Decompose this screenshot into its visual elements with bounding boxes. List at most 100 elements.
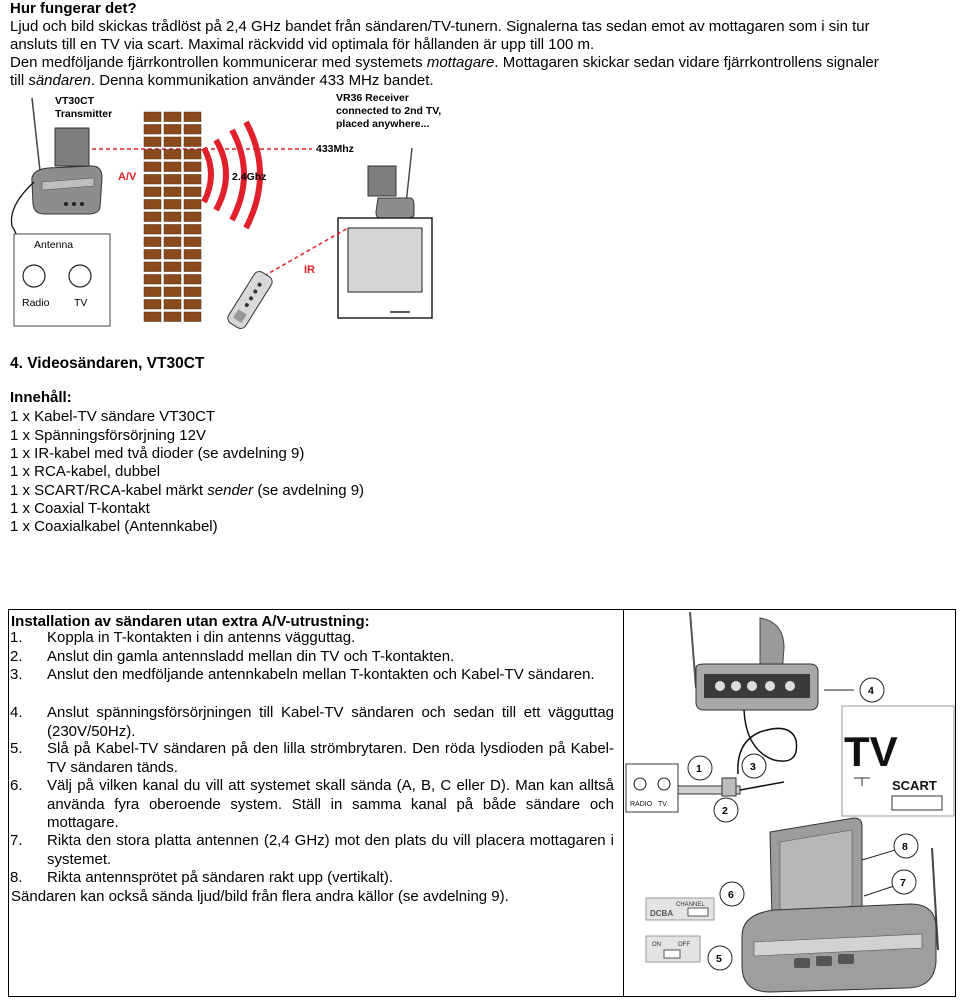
brick	[163, 161, 182, 172]
coax-cable	[737, 709, 798, 775]
outlet-radio-label: RADIO	[630, 801, 653, 808]
brick-wall	[143, 111, 202, 322]
brick	[143, 236, 162, 247]
callout-5	[707, 945, 733, 971]
callout-5-label: 5	[716, 953, 722, 965]
tv-panel: TV SCART	[841, 705, 955, 817]
system-diagram: VT30CT Transmitter VR36 Receiver connect…	[10, 92, 441, 329]
step-text: Slå på Kabel-TV sändaren på den lilla st…	[47, 740, 614, 776]
brick	[183, 136, 202, 147]
installation-step: 4. Anslut spänningsförsörjningen till Kab…	[10, 704, 614, 741]
installation-step: 3.Anslut den medföljande antennkabeln me…	[10, 666, 614, 685]
installation-step: 5. Slå på Kabel-TV sändaren på den lilla …	[10, 740, 614, 777]
callout-3	[741, 753, 767, 779]
intro-line-1: Ljud och bild skickas trådlöst på 2,4 GH…	[10, 18, 870, 35]
intro-heading: Hur fungerar det?	[10, 0, 137, 17]
receiver-device	[367, 147, 415, 219]
callout-1	[687, 755, 713, 781]
brick	[163, 111, 182, 122]
brick	[143, 261, 162, 272]
installation-divider	[623, 609, 624, 997]
transmitter-front-view	[741, 817, 939, 993]
receiver-sublabel-2: placed anywhere...	[336, 118, 429, 130]
brick	[143, 186, 162, 197]
contents-item: 1 x SCART/RCA-kabel märkt sender (se avd…	[10, 481, 364, 500]
brick	[163, 211, 182, 222]
step-number: 8.	[10, 869, 23, 886]
installation-step: 1.Koppla in T-kontakten i din antenns vä…	[10, 629, 614, 648]
brick	[183, 124, 202, 135]
brick	[143, 111, 162, 122]
callout-7	[891, 869, 917, 895]
step-text: Anslut spänningsförsörjningen till Kabel…	[47, 704, 614, 740]
tv-panel-label: TV	[844, 728, 898, 775]
installation-step: 2. Anslut din gamla antennsladd mellan di…	[10, 648, 614, 667]
brick	[163, 236, 182, 247]
scart-item-sender: sender	[207, 482, 254, 499]
tv-outlet-label: TV	[74, 297, 87, 309]
callout-1-label: 1	[696, 763, 702, 775]
brick	[163, 199, 182, 210]
step-number: 3.	[10, 666, 23, 683]
contents-item: 1 x Coaxial T-kontakt	[10, 500, 150, 517]
brick	[183, 274, 202, 285]
step-number: 2.	[10, 648, 23, 665]
step-number: 5.	[10, 740, 23, 757]
intro-sandaren-italic: sändaren	[28, 72, 91, 89]
transmitter-rear-view	[689, 611, 819, 711]
brick	[163, 224, 182, 235]
signal-waves	[201, 120, 263, 230]
brick	[143, 136, 162, 147]
brick	[143, 311, 162, 322]
step-text: Anslut din gamla antennsladd mellan din …	[47, 648, 455, 665]
transmitter-label: VT30CT	[55, 95, 95, 107]
433mhz-label: 433Mhz	[316, 143, 354, 155]
step-text: Välj på vilken kanal du vill att systeme…	[47, 777, 614, 831]
brick	[143, 161, 162, 172]
callout-4	[859, 677, 885, 703]
intro-line-3-rest: . Mottagaren skickar sedan vidare fjärrk…	[494, 54, 879, 71]
intro-line-4: till sändaren. Denna kommunikation använ…	[10, 71, 434, 90]
power-switch: ON OFF	[645, 935, 701, 963]
brick	[183, 211, 202, 222]
step-text: Rikta antennsprötet på sändaren rakt upp…	[47, 869, 394, 886]
tv-set	[337, 217, 433, 319]
brick	[163, 149, 182, 160]
antenna-outlet: Antenna Radio TV	[13, 233, 111, 327]
intro-line-3-part: Den medföljande fjärrkontrollen kommunic…	[10, 54, 427, 71]
scart-label: SCART	[892, 778, 937, 793]
brick	[143, 211, 162, 222]
brick	[143, 199, 162, 210]
intro-line-2: ansluts till en TV via scart. Maximal rä…	[10, 36, 595, 53]
contents-item: 1 x Kabel-TV sändare VT30CT	[10, 408, 216, 425]
brick	[163, 186, 182, 197]
section-title: 4. Videosändaren, VT30CT	[10, 355, 205, 372]
brick	[183, 186, 202, 197]
channel-label: CHANNEL	[676, 902, 705, 908]
brick	[163, 299, 182, 310]
callout-2-label: 2	[722, 805, 728, 817]
brick	[163, 136, 182, 147]
transmitter-sublabel: Transmitter	[55, 108, 112, 120]
on-label: ON	[652, 942, 661, 948]
intro-line-3: Den medföljande fjärrkontrollen kommunic…	[10, 53, 879, 72]
scart-item-rest: (se avdelning 9)	[253, 482, 365, 499]
step-number: 4.	[10, 704, 23, 721]
brick	[163, 174, 182, 185]
scart-item-text: 1 x SCART/RCA-kabel märkt	[10, 482, 208, 499]
brick	[163, 249, 182, 260]
contents-heading: Innehåll:	[10, 389, 72, 406]
remote-control-icon	[227, 271, 273, 329]
brick	[163, 311, 182, 322]
installation-diagram: 4 TV SCART RADIO TV 1 2 3	[625, 611, 955, 993]
contents-item: 1 x Spänningsförsörjning 12V	[10, 427, 206, 444]
brick	[163, 286, 182, 297]
callout-8	[893, 833, 919, 859]
receiver-sublabel-1: connected to 2nd TV,	[336, 105, 441, 117]
ir-label: IR	[304, 264, 315, 276]
brick	[143, 286, 162, 297]
installation-step: 7.Rikta den stora platta antennen (2,4 G…	[10, 832, 614, 869]
brick	[183, 149, 202, 160]
t-connector	[677, 777, 785, 797]
contents-item: 1 x IR-kabel med två dioder (se avdelnin…	[10, 445, 305, 462]
